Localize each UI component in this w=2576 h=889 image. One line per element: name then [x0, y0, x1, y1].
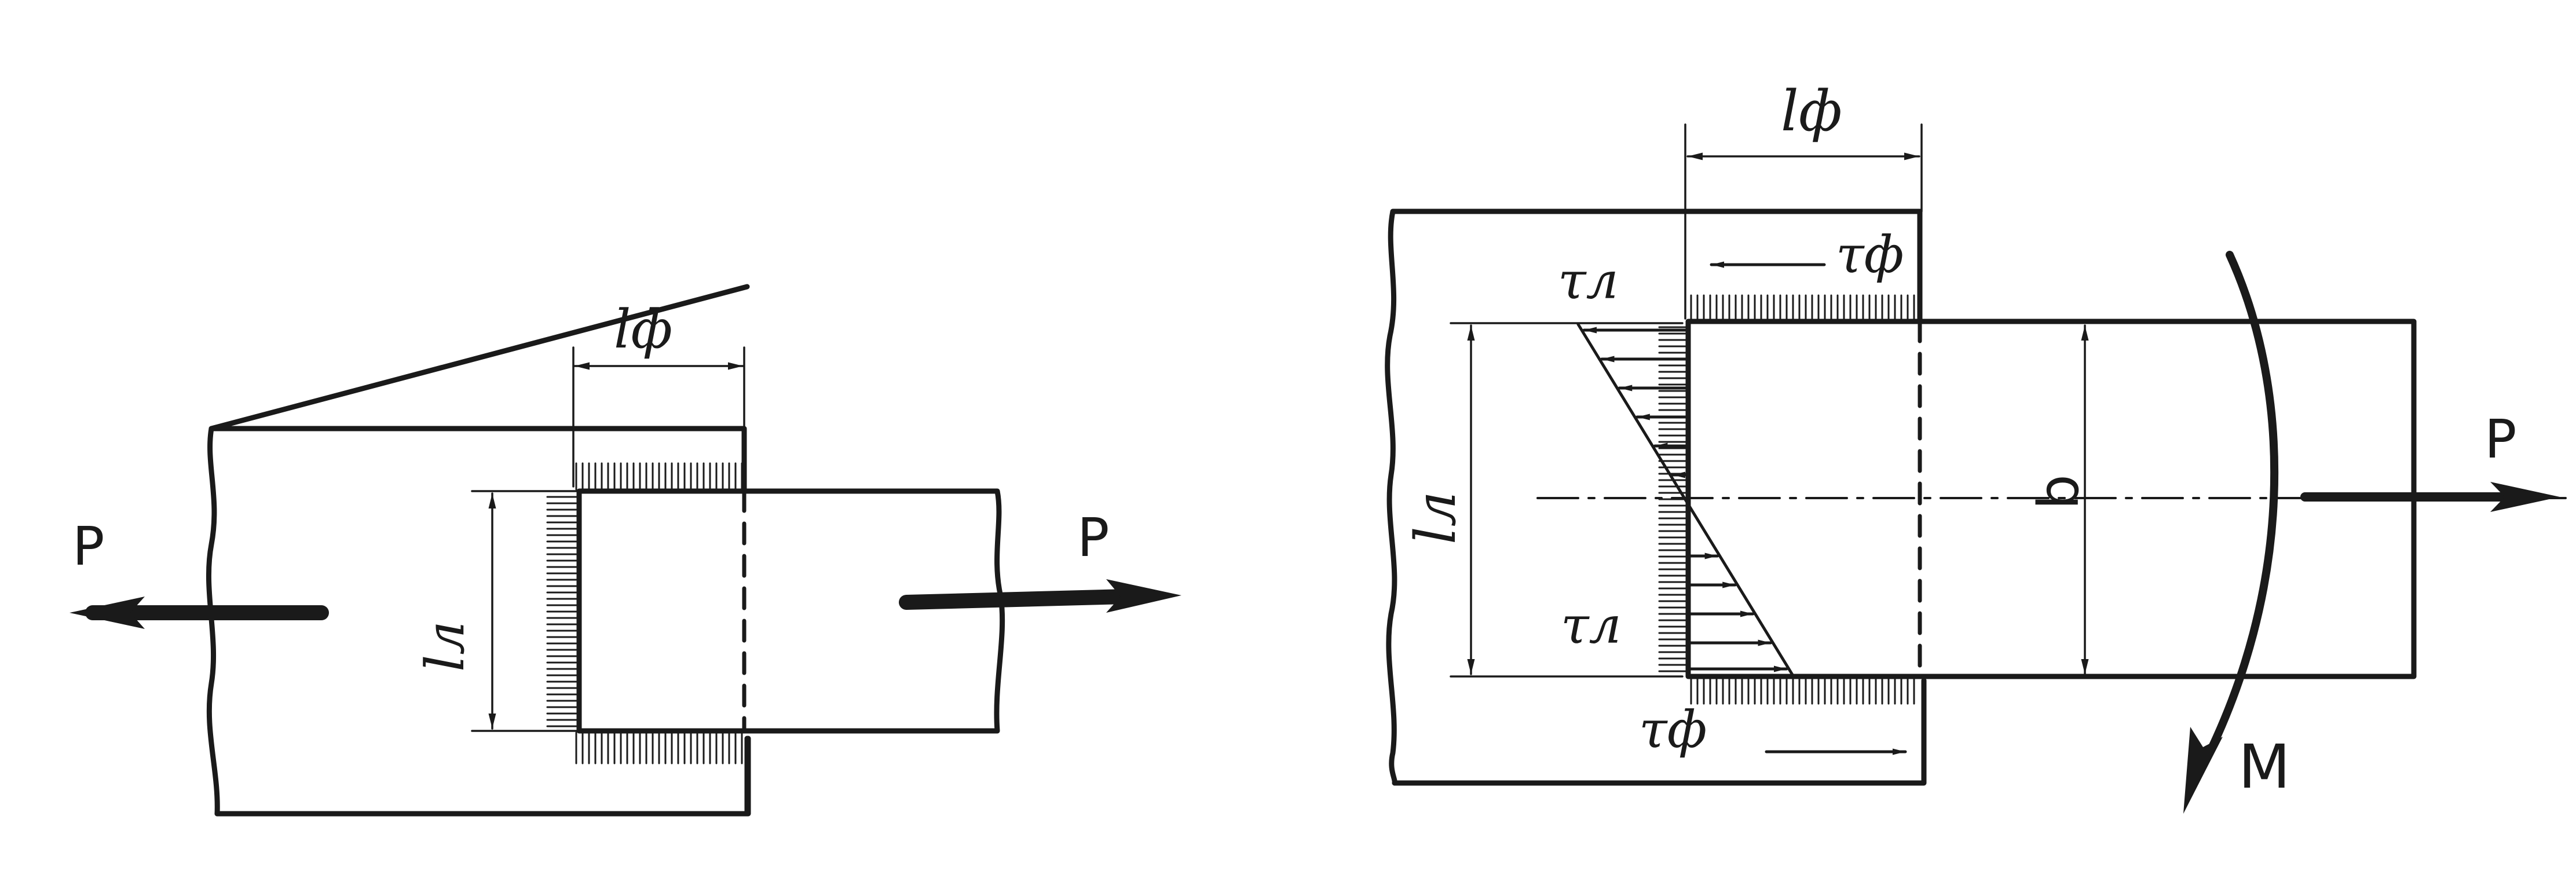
right-stress-diagonal	[1576, 323, 1794, 676]
right-stress-arrows	[1582, 327, 1788, 672]
left-force-arrowhead-right	[1106, 579, 1181, 613]
left-label-ll: lл	[414, 621, 476, 672]
left-inner-plate	[576, 488, 1005, 734]
right-label-tau-l-top: τл	[1558, 251, 1619, 310]
right-inner-plate	[1685, 319, 2417, 679]
left-force-arrow-right	[899, 589, 1134, 610]
right-force-arrowhead	[2490, 482, 2560, 512]
left-label-lf: lф	[614, 298, 672, 360]
right-label-tau-l-bottom: τл	[1561, 595, 1622, 655]
left-weld-hatch-bottom	[575, 731, 743, 764]
right-label-ll: lл	[1403, 491, 1468, 544]
right-label-lf: lф	[1781, 79, 1842, 144]
right-outer-plate	[1385, 208, 1927, 786]
left-force-arrowhead-left	[69, 597, 145, 629]
right-moment-arc	[2197, 251, 2279, 774]
right-moment-arrowhead	[2183, 727, 2223, 814]
left-outer-plate	[206, 284, 750, 817]
left-label-p-left: P	[72, 515, 104, 577]
right-label-p: P	[2484, 408, 2516, 470]
right-weld-hatch-side	[1658, 326, 1688, 672]
right-weld-hatch-top	[1690, 294, 1915, 321]
right-lap-joint: lф lл b τф τф τл τл P M	[1385, 79, 2567, 814]
right-label-b: b	[2026, 474, 2091, 510]
left-outer-plate-bottom	[214, 736, 751, 817]
left-weld-hatch-top	[575, 462, 743, 491]
left-outer-plate-top	[208, 426, 747, 492]
left-lap-joint: lф lл P P	[69, 284, 1181, 817]
left-label-p-right: P	[1077, 507, 1109, 569]
right-weld-hatch-bottom	[1690, 676, 1915, 705]
right-label-m: M	[2238, 731, 2290, 802]
right-label-tau-f-bottom: τф	[1639, 700, 1707, 759]
left-weld-hatch-side	[546, 496, 577, 727]
right-label-tau-f-top: τф	[1836, 225, 1904, 284]
